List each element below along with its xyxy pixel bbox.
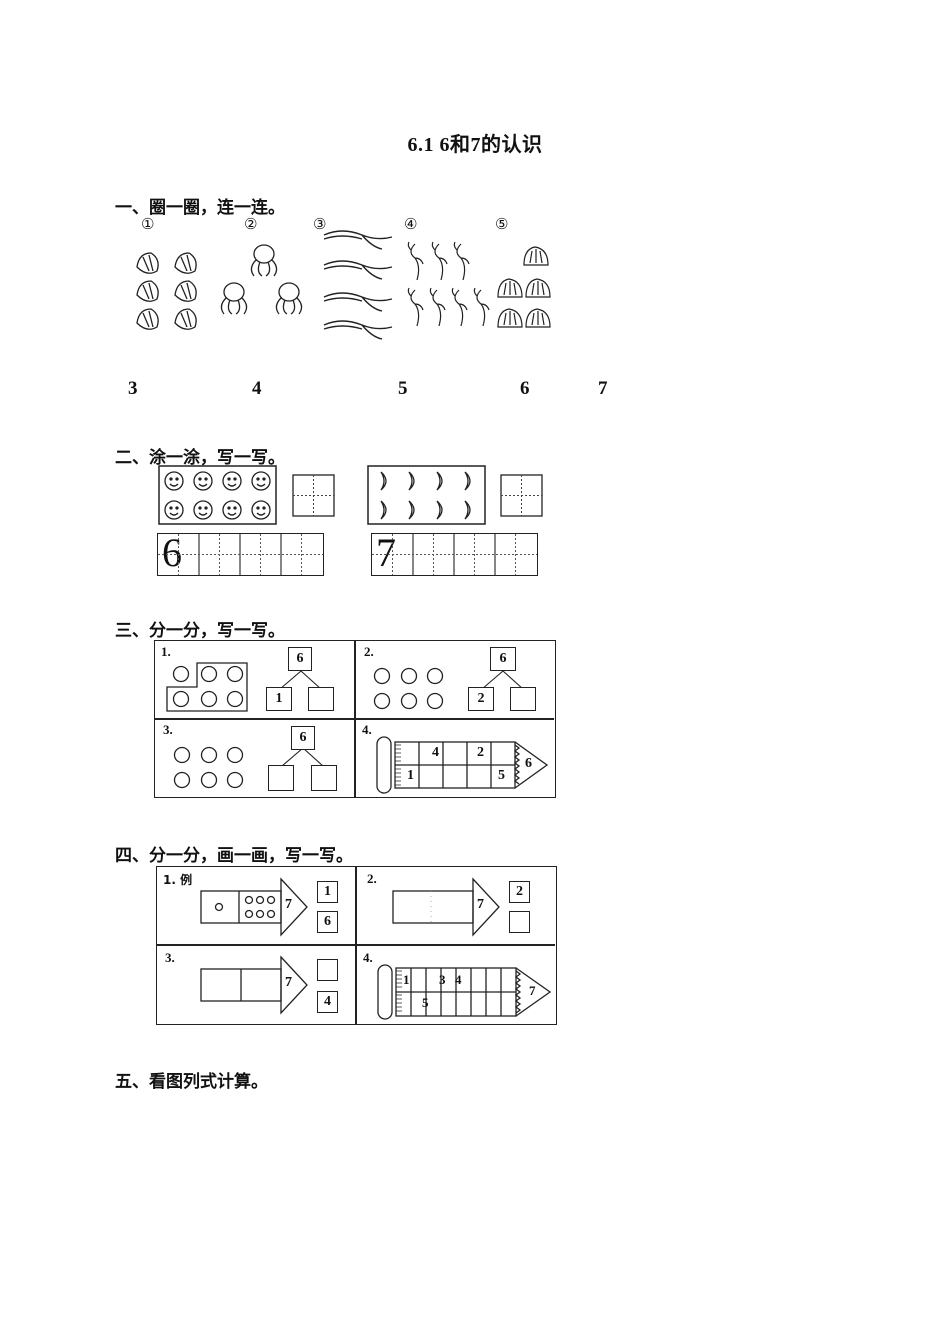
problem-1-tree-lines: [279, 670, 322, 690]
section-4-table: 1. 例 7 1 6 2. 7 2 3. 7 4 4.: [156, 866, 557, 1025]
problem-2-left-box[interactable]: 2: [468, 687, 494, 711]
number-3: 3: [128, 378, 138, 399]
problem-3-right-box[interactable]: [311, 765, 337, 791]
draw-problem-3-arrow: [200, 955, 308, 1015]
problem-2-tree-lines: [481, 670, 524, 690]
section-4-heading: 四、分一分，画一画，写一写。: [115, 846, 353, 866]
draw-problem-1-arrow-number: 7: [285, 897, 292, 912]
draw-problem-4-num-3: 3: [439, 972, 446, 987]
draw-problem-3-box-top[interactable]: [317, 959, 338, 981]
problem-3-tree-lines: [281, 747, 324, 767]
problem-2-right-box[interactable]: [510, 687, 536, 711]
draw-problem-4-num-1: 1: [403, 972, 410, 987]
draw-problem-2-box-bottom[interactable]: [509, 911, 530, 933]
draw-problem-1-arrow: [200, 877, 308, 937]
problem-4-num-bottom-2: 5: [498, 768, 505, 783]
problem-4-num-bottom-1: 1: [407, 768, 414, 783]
sample-digit-7: 7: [376, 530, 396, 575]
number-4: 4: [252, 378, 262, 399]
writing-row-7[interactable]: 7: [371, 530, 538, 576]
draw-problem-4-label: 4.: [363, 950, 373, 965]
marker-4: ④: [404, 215, 418, 233]
fish-illustration: [323, 230, 393, 340]
problem-3-left-box[interactable]: [268, 765, 294, 791]
page-title: 6.1 6和7的认识: [407, 134, 543, 156]
smiley-faces-frame: [158, 465, 277, 525]
writing-grid-a[interactable]: [292, 474, 336, 518]
writing-row-6[interactable]: 6: [157, 530, 324, 576]
sample-digit-6: 6: [162, 530, 182, 575]
problem-1-right-box[interactable]: [308, 687, 334, 711]
number-6: 6: [520, 378, 530, 399]
draw-problem-1-label: 1. 例: [163, 873, 193, 887]
section-3-heading: 三、分一分，写一写。: [115, 621, 285, 641]
section-5-heading: 五、看图列式计算。: [115, 1072, 268, 1092]
marker-5: ⑤: [495, 215, 509, 233]
draw-problem-4-tip-number: 7: [529, 983, 536, 998]
draw-problem-4-num-4: 4: [455, 972, 462, 987]
conch-shells-illustration: [136, 252, 197, 330]
draw-problem-4-num-5: 5: [422, 995, 429, 1010]
section-2-heading: 二、涂一涂，写一写。: [115, 448, 285, 468]
draw-problem-2-arrow: [392, 877, 500, 937]
octopus-illustration: [220, 244, 303, 315]
problem-2-total-box: 6: [490, 647, 516, 671]
draw-problem-2-arrow-number: 7: [477, 897, 484, 912]
marker-1: ①: [141, 215, 155, 233]
draw-problem-3-box-bottom: 4: [317, 991, 338, 1013]
problem-1-left-box[interactable]: 1: [266, 687, 292, 711]
moons-frame: [367, 465, 486, 525]
problem-4-label: 4.: [362, 722, 372, 737]
problem-4-num-top-2: 2: [477, 745, 484, 760]
problem-4-rocket: [376, 736, 549, 794]
number-7: 7: [598, 378, 608, 399]
problem-3-circles: [173, 746, 244, 789]
section-3-table: 1. 6 1 2. 6 2 3. 6: [154, 640, 556, 798]
draw-problem-3-label: 3.: [165, 950, 175, 965]
marker-3: ③: [313, 215, 327, 233]
draw-problem-1-box-top: 1: [317, 881, 338, 903]
section-1-heading: 一、圈一圈，连一连。: [115, 198, 285, 218]
writing-grid-b[interactable]: [500, 474, 544, 518]
marker-2: ②: [244, 215, 258, 233]
problem-1-total-box: 6: [288, 647, 312, 671]
problem-1-circles: [166, 662, 248, 712]
problem-4-tip-number: 6: [525, 756, 532, 771]
draw-problem-2-box-top: 2: [509, 881, 530, 903]
problem-1-label: 1.: [161, 644, 171, 659]
problem-3-total-box: 6: [291, 726, 315, 750]
clam-shells-illustration: [497, 246, 551, 328]
number-5: 5: [398, 378, 408, 399]
draw-problem-4-rocket: [377, 964, 552, 1020]
shrimp-illustration: [407, 241, 490, 327]
problem-3-label: 3.: [163, 722, 173, 737]
draw-problem-3-arrow-number: 7: [285, 975, 292, 990]
problem-2-circles: [373, 667, 444, 710]
draw-problem-1-box-bottom: 6: [317, 911, 338, 933]
problem-4-num-top-1: 4: [432, 745, 439, 760]
problem-2-label: 2.: [364, 644, 374, 659]
draw-problem-2-label: 2.: [367, 871, 377, 886]
